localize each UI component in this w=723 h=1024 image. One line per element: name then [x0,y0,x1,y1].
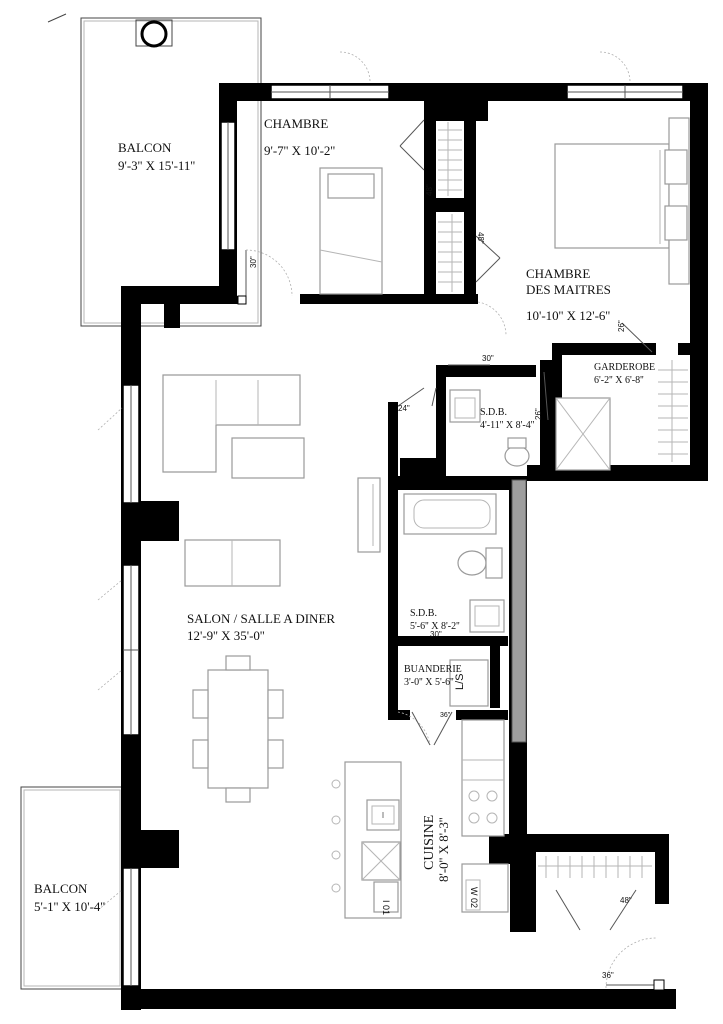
sdb1-dims: 4'-11'' X 8'-4'' [480,420,535,431]
door-48-c: 48" [620,896,632,905]
door-26-a: 26" [534,408,543,420]
sdb2-name: S.D.B. [410,608,437,619]
door-48-a: 48" [425,184,434,196]
door-24: 24" [398,404,410,413]
bed-chambre [319,167,383,295]
cuisine-dims: 8'-0'' X 8'-3'' [436,817,451,882]
closet-garderobe [658,360,688,462]
dining-table [192,655,284,803]
planter-icon [135,19,173,48]
door-30-c: 30" [430,630,442,639]
balcon-bottom-name: BALCON [34,881,88,896]
sectional-sofa [162,374,305,479]
garderobe-dims: 6'-2'' X 6'-8'' [594,375,644,386]
balcon-top-dims: 9'-3'' X 15'-11'' [118,158,195,173]
door-26-b: 26" [617,320,626,332]
door-36-a: 36" [440,712,451,719]
shaft-partition [511,479,527,743]
washer-dryer-label: L/S [454,673,466,690]
stove-label: W 02 [469,887,479,908]
cuisine-name: CUISINE [422,815,437,870]
door-30-a: 30" [249,256,258,268]
windows [97,51,684,987]
door-30-b: 30" [482,354,494,363]
doors [237,119,665,991]
chambre-maitres-name-1: CHAMBRE [526,266,590,281]
kitchen-counter [461,719,509,913]
fridge-label: I 01 [381,900,391,915]
door-36-b: 36" [602,971,614,980]
sofa-second [184,539,281,587]
bath2-fixtures [403,493,505,633]
closet-chambre [438,122,462,196]
washer-dryer-icon [449,659,489,707]
chambre-dims: 9'-7'' X 10'-2'' [264,143,335,158]
salon-name: SALON / SALLE A DINER [187,611,335,626]
bed-master [554,117,690,285]
kitchen-island [331,761,402,919]
buanderie-name: BUANDERIE [404,664,462,675]
chambre-name: CHAMBRE [264,116,328,131]
door-size-labels: 48" 48" 30" 30" 24" 26" 26" 30" 36" 48" … [249,184,632,980]
closet-entry [538,856,652,878]
room-labels: BALCON 9'-3'' X 15'-11'' CHAMBRE 9'-7'' … [34,116,655,914]
sdb2-dims: 5'-6'' X 8'-2'' [410,621,460,632]
garderobe-name: GARDEROBE [594,362,655,373]
chambre-maitres-name-2: DES MAITRES [526,282,611,297]
tv-unit [357,477,381,553]
buanderie-dims: 3'-0'' X 5'-6'' [404,677,454,688]
door-48-b: 48" [476,232,485,244]
sdb1-name: S.D.B. [480,407,507,418]
balcon-top-name: BALCON [118,140,172,155]
balcon-bottom-dims: 5'-1'' X 10'-4'' [34,899,105,914]
chambre-maitres-dims: 10'-10'' X 12'-6'' [526,308,610,323]
bath1-fixtures [449,389,611,471]
salon-dims: 12'-9'' X 35'-0'' [187,628,265,643]
closet-master [438,214,462,292]
appliance-labels: L/S I 01 W 02 [381,673,479,915]
